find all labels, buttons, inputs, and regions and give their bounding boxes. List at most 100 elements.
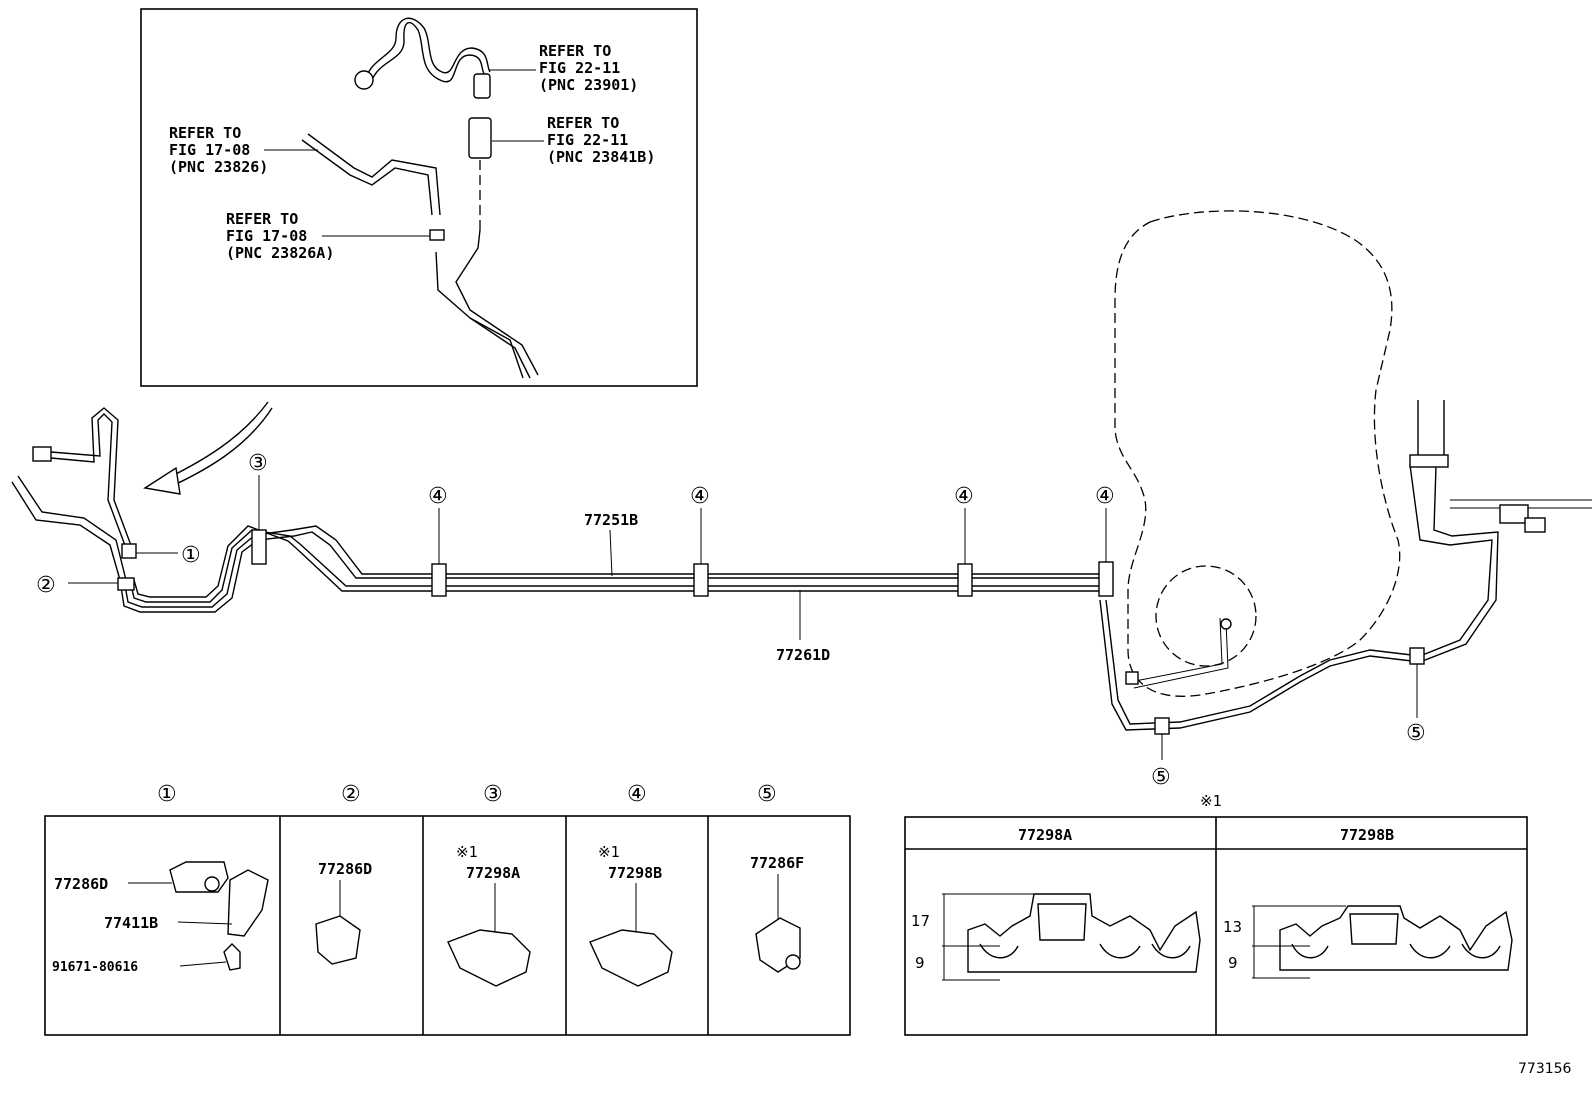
hose-line xyxy=(371,21,486,83)
parts-table: ① ② ③ ④ ⑤ 77286D 77411B 91671-80616 7728… xyxy=(44,782,851,1036)
part-label: 77286D xyxy=(54,875,108,893)
part-label-77261d: 77261D xyxy=(776,646,830,664)
inset-frame xyxy=(140,8,698,387)
pipe-77251b xyxy=(119,531,1106,613)
pipe-line xyxy=(301,139,433,216)
bracket-icon xyxy=(1524,517,1546,533)
table-header-2: ② xyxy=(341,782,361,807)
vent-pipe-outer xyxy=(1099,400,1499,731)
table-header-3: ③ xyxy=(483,782,503,807)
inset-detail: REFER TO FIG 22-11 (PNC 23901) REFER TO … xyxy=(140,8,698,387)
callout-4: ④ xyxy=(1095,484,1115,509)
ref-label: REFER TO xyxy=(539,42,611,60)
connector-icon xyxy=(468,117,492,159)
bolt-hole-icon xyxy=(204,876,220,892)
leader-line xyxy=(609,529,613,577)
part-label: 77298B xyxy=(608,864,662,882)
clamp-77298b-section: 13 9 xyxy=(1223,905,1513,979)
part-label: 91671-80616 xyxy=(52,960,138,975)
note-mark: ※1 xyxy=(598,843,620,861)
pipe-line xyxy=(469,317,524,379)
detail-header-77298a: 77298A xyxy=(1018,826,1072,844)
pipe-line-outer xyxy=(307,133,441,216)
hose-line xyxy=(50,413,127,549)
dimension-value: 9 xyxy=(915,954,925,972)
dimension-value: 17 xyxy=(911,912,930,930)
ref-label: FIG 22-11 xyxy=(547,131,628,149)
ref-label: FIG 17-08 xyxy=(169,141,250,159)
note-mark: ※1 xyxy=(1200,792,1222,810)
note-mark: ※1 xyxy=(456,843,478,861)
ref-label: (PNC 23901) xyxy=(539,76,638,94)
ref-label: (PNC 23841B) xyxy=(547,148,655,166)
ref-label: (PNC 23826) xyxy=(169,158,268,176)
clamp-4-icon xyxy=(693,563,709,597)
pipe-line xyxy=(17,475,127,581)
arrow-icon xyxy=(143,401,273,495)
dimension-value: 13 xyxy=(1223,918,1242,936)
clamp-1-icon xyxy=(121,543,137,559)
pipe-line xyxy=(455,229,539,376)
filler-neck-icon xyxy=(1409,454,1449,468)
table-header-5: ⑤ xyxy=(757,782,777,807)
sender-line xyxy=(1133,621,1229,689)
pipe-77261d-outer xyxy=(133,525,1106,598)
ref-label: FIG 17-08 xyxy=(226,227,307,245)
callout-4: ④ xyxy=(954,484,974,509)
ref-label: (PNC 23826A) xyxy=(226,244,334,262)
bracket-77411b-icon xyxy=(227,869,269,937)
table-header-4: ④ xyxy=(627,782,647,807)
detail-header-77298b: 77298B xyxy=(1340,826,1394,844)
pipe-line xyxy=(11,481,121,581)
callout-4: ④ xyxy=(428,484,448,509)
table-header-1: ① xyxy=(157,782,177,807)
fuel-tank-outline xyxy=(1114,210,1401,697)
leader-line xyxy=(179,961,227,967)
part-label-77251b: 77251B xyxy=(584,511,638,529)
connector-icon xyxy=(1125,671,1139,685)
dimension-value: 9 xyxy=(1228,954,1238,972)
pipe-77261d xyxy=(129,529,1106,603)
part-label: 77286F xyxy=(750,854,804,872)
pipe-77251b-outer xyxy=(123,525,1106,608)
detail-table: ※1 77298A 77298B 17 9 xyxy=(904,792,1528,1036)
callout-5: ⑤ xyxy=(1406,721,1426,746)
clamp-5-icon xyxy=(1409,647,1425,665)
clamp-3-icon xyxy=(251,529,267,565)
bolt-icon xyxy=(223,943,241,971)
part-label: 77286D xyxy=(318,860,372,878)
connector-icon xyxy=(32,446,52,462)
ref-label: REFER TO xyxy=(547,114,619,132)
part-label: 77298A xyxy=(466,864,520,882)
ref-label: FIG 22-11 xyxy=(539,59,620,77)
connector-icon xyxy=(473,73,491,99)
hose-line-outer xyxy=(365,17,491,79)
table-frame xyxy=(44,815,851,1036)
callout-4: ④ xyxy=(690,484,710,509)
clamp-4-icon xyxy=(431,563,447,597)
callout-1: ① xyxy=(181,543,201,568)
fuel-pump-outline xyxy=(1155,565,1257,667)
sender-line xyxy=(1129,617,1223,683)
part-label: 77411B xyxy=(104,914,158,932)
hose-line-outer xyxy=(50,407,133,549)
clamp-77298a-section: 17 9 xyxy=(911,893,1201,981)
clip-77286d-icon xyxy=(169,861,229,893)
clamp-5-icon xyxy=(1154,717,1170,735)
main-assembly: ① ② ③ ④ ④ ④ ④ 77251B 77261D ⑤ ⑤ xyxy=(11,210,1592,790)
bolt-hole-icon xyxy=(785,954,801,970)
ref-label: REFER TO xyxy=(226,210,298,228)
clamp-4-icon xyxy=(957,563,973,597)
callout-5: ⑤ xyxy=(1151,765,1171,790)
clamp-77298a-icon xyxy=(447,929,531,987)
callout-2: ② xyxy=(36,573,56,598)
sender-float-icon xyxy=(1220,618,1232,630)
hose-fitting-icon xyxy=(354,70,374,90)
clip-icon xyxy=(429,229,445,241)
leader-line xyxy=(177,921,233,925)
bracket-icon xyxy=(1499,504,1529,524)
clamp-2-icon xyxy=(117,577,135,591)
figure-id: 773156 xyxy=(1518,1061,1572,1077)
clamp-4-icon xyxy=(1098,561,1114,597)
